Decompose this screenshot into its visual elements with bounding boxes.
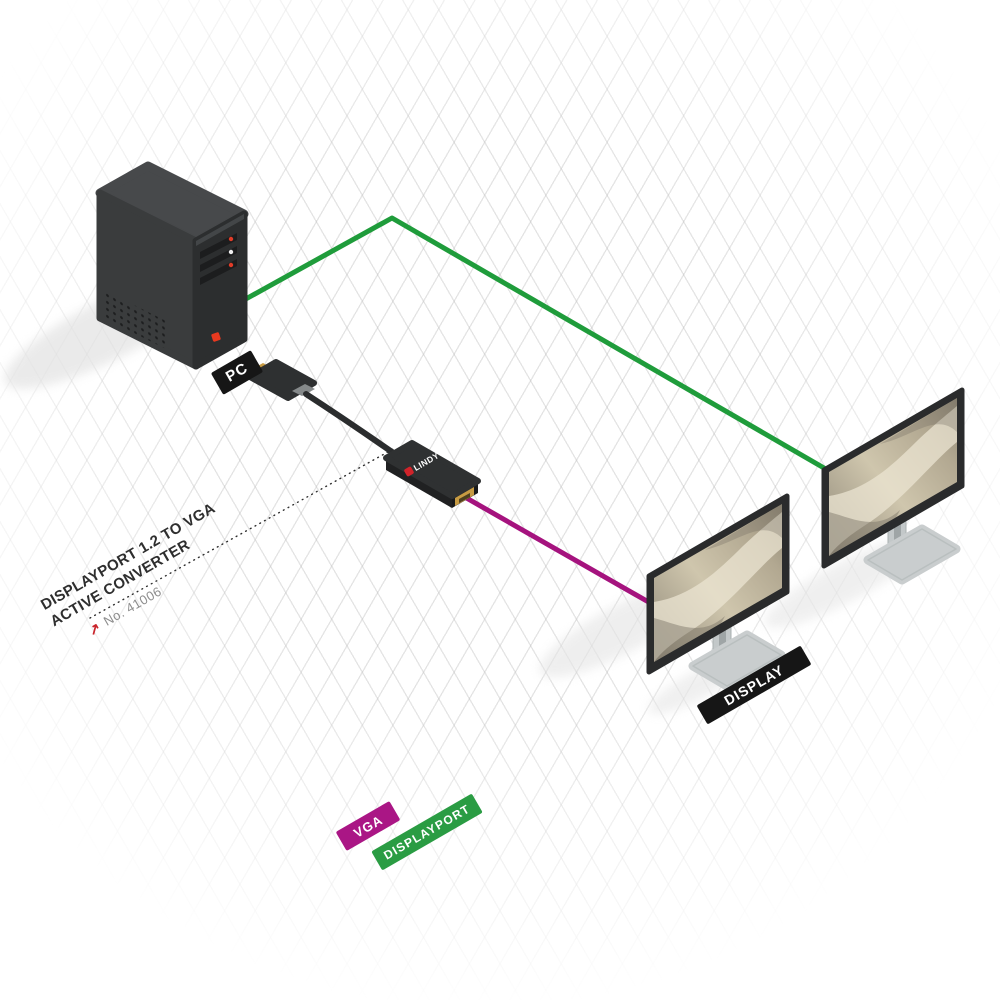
displayport-cable-line (241, 215, 827, 471)
vent-grille (104, 290, 168, 350)
monitor-right (824, 390, 962, 580)
vga-cable-line (453, 489, 655, 607)
monitor-left (649, 496, 787, 686)
pc-tower (95, 161, 249, 370)
power-button-led (211, 332, 221, 342)
displayport-plug (243, 359, 395, 455)
converter-adapter (383, 440, 481, 508)
drive-bays (200, 233, 237, 285)
leader-dotted-line (89, 447, 396, 619)
